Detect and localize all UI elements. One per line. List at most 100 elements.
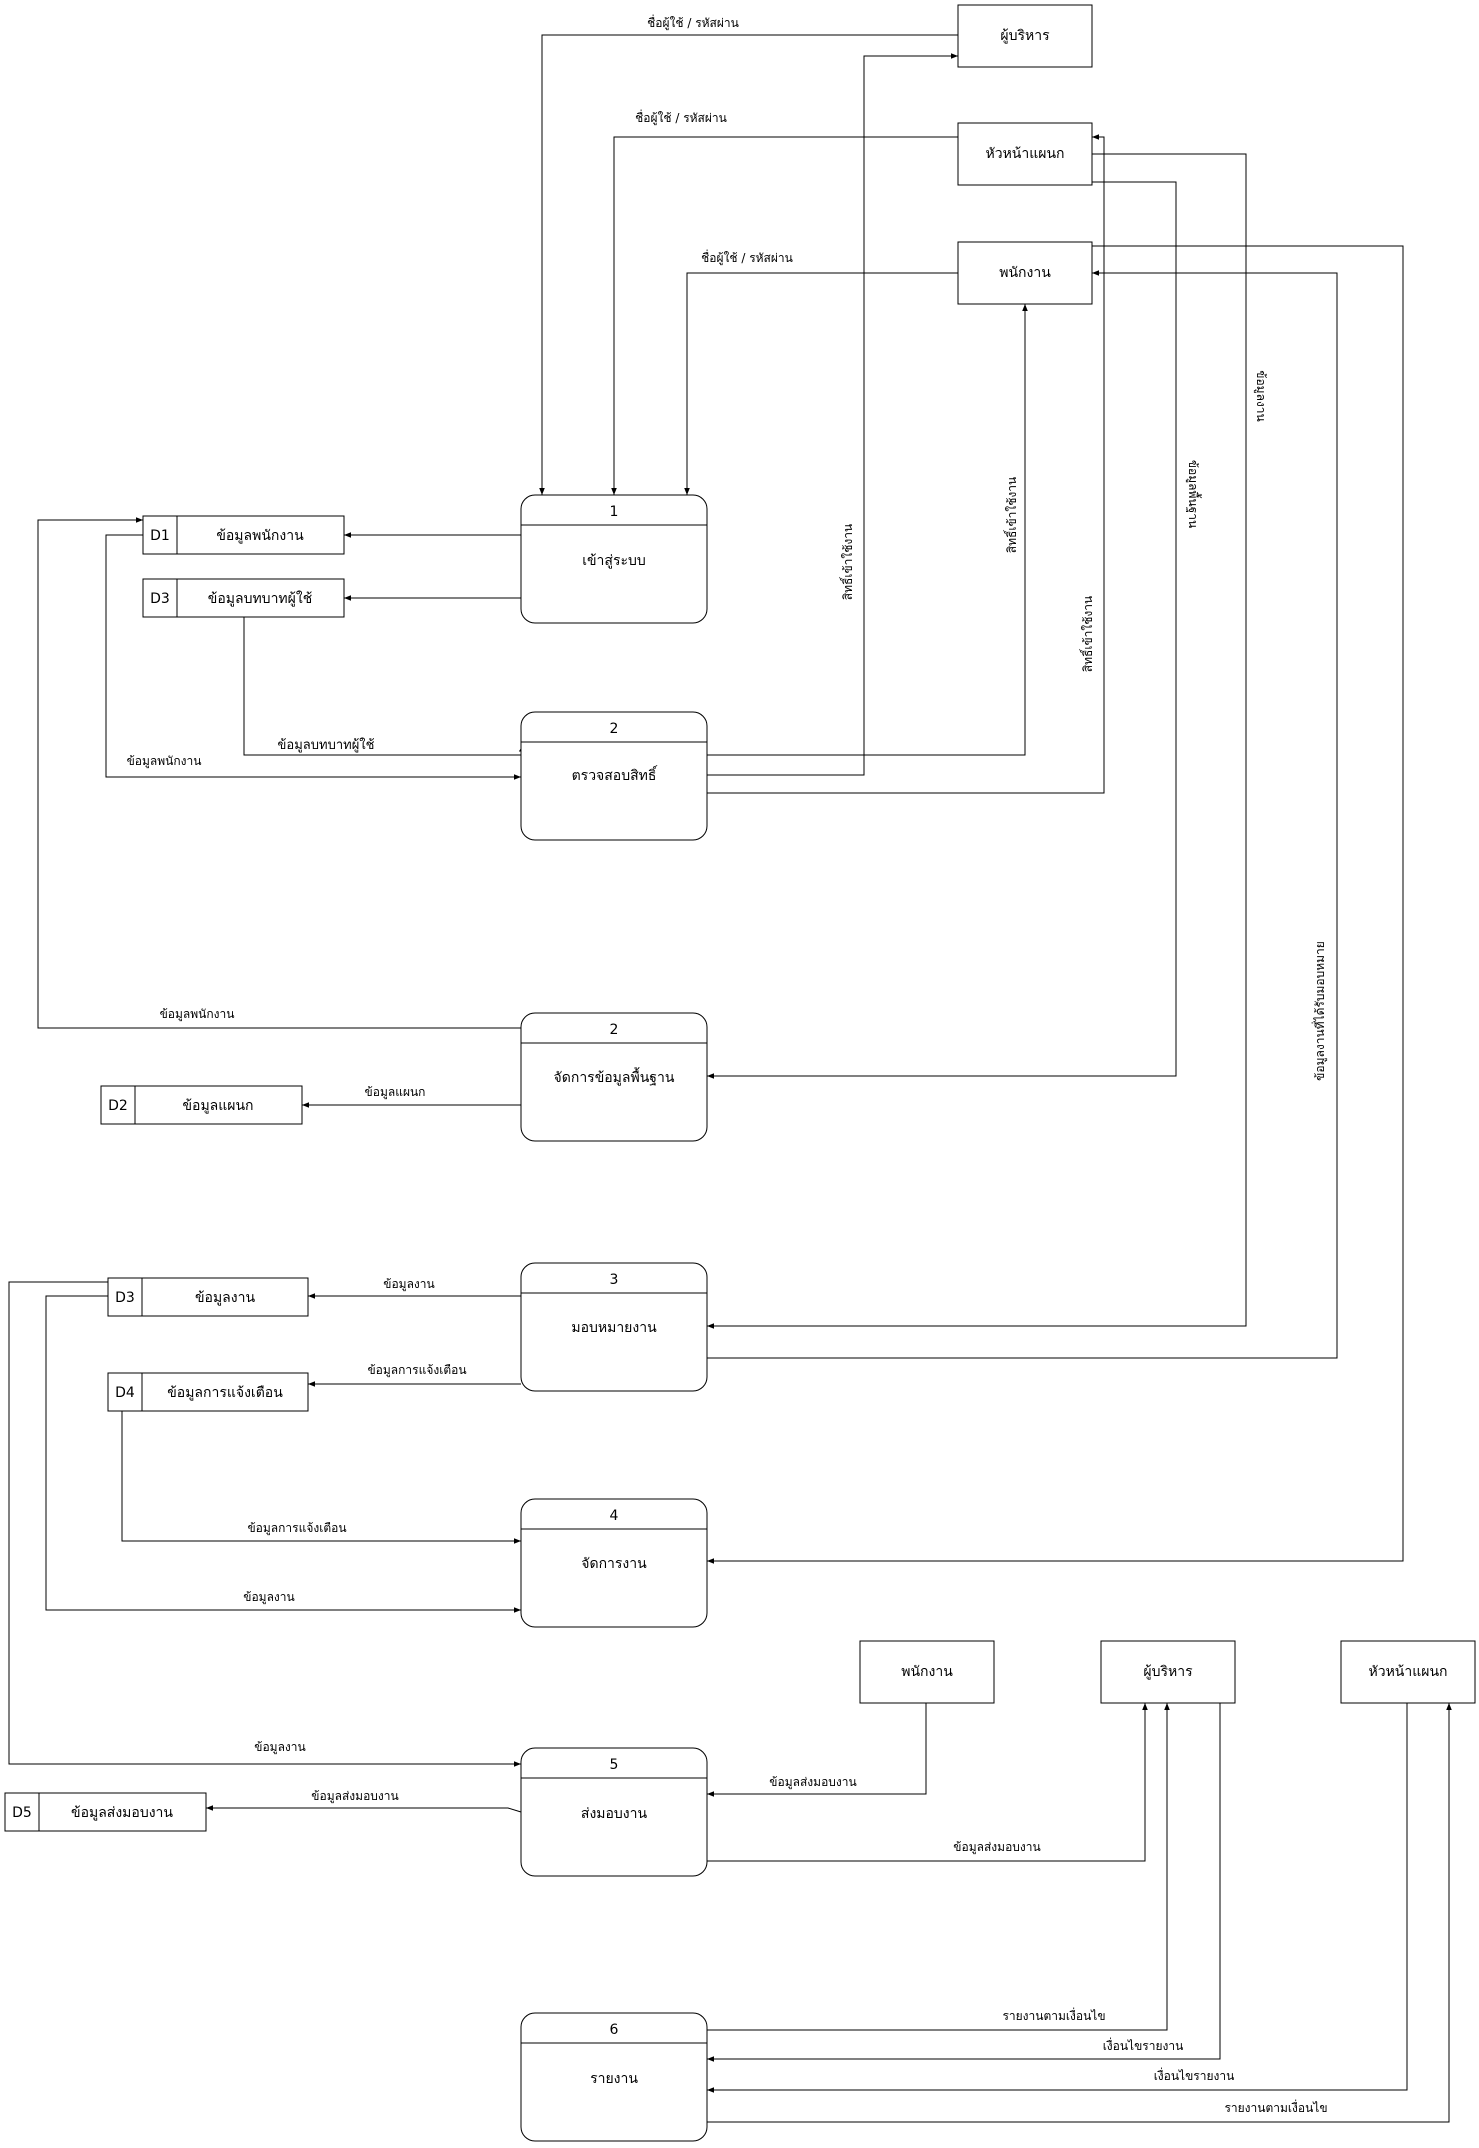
flow-lines xyxy=(8,34,1452,2123)
store-d3-work: D3 ข้อมูลงาน xyxy=(107,1277,309,1317)
flow-p5-to-exec xyxy=(707,1703,1148,1862)
flow-cond-from-head xyxy=(707,1703,1408,2093)
store-d2-department: D2 ข้อมูลแผนก xyxy=(100,1085,303,1125)
flow-label-work-to-deliver: ข้อมูลงาน xyxy=(254,1740,305,1755)
process-name: ตรวจสอบสิทธิ์ xyxy=(572,765,659,784)
flow-emp-to-p5 xyxy=(707,1703,927,1797)
process-number: 3 xyxy=(610,1272,619,1288)
flow-labels: ชื่อผู้ใช้ / รหัสผ่าน ชื่อผู้ใช้ / รหัสผ… xyxy=(127,14,1328,2115)
flow-label-rights-emp: สิทธิ์เข้าใช้งาน xyxy=(1003,477,1019,553)
flow-d3-to-p4 xyxy=(45,1295,521,1613)
flow-label-cond-from-head: เงื่อนไขรายงาน xyxy=(1154,2067,1235,2083)
flow-label-role-data: ข้อมูลบทบาทผู้ใช้ xyxy=(278,737,375,753)
flow-basic-data xyxy=(707,181,1177,1079)
store-id: D1 xyxy=(150,528,170,544)
process-number: 4 xyxy=(610,1508,619,1524)
flow-label-login-emp: ชื่อผู้ใช้ / รหัสผ่าน xyxy=(701,249,793,266)
entity-label: ผู้บริหาร xyxy=(1000,28,1050,44)
process-manage-work: 4 จัดการงาน xyxy=(520,1498,708,1628)
entity-label: พนักงาน xyxy=(901,1664,953,1680)
store-id: D3 xyxy=(150,591,170,607)
store-d5-delivery: D5 ข้อมูลส่งมอบงาน xyxy=(4,1792,207,1832)
flow-label-rights-exec: สิทธิ์เข้าใช้งาน xyxy=(839,524,855,600)
process-name: จัดการงาน xyxy=(581,1556,647,1572)
flow-d3-role-to-p2 xyxy=(243,617,525,756)
process-number: 2 xyxy=(610,1022,619,1038)
flow-assign-data xyxy=(707,153,1247,1329)
process-number: 5 xyxy=(610,1757,619,1773)
flow-label-emp-from-basic: ข้อมูลพนักงาน xyxy=(160,1007,235,1022)
process-number: 2 xyxy=(610,721,619,737)
store-d4-notification: D4 ข้อมูลการแจ้งเตือน xyxy=(107,1372,309,1412)
flow-d3-to-p5 xyxy=(8,1281,521,1767)
flow-label-basic-data: ข้อมูลพื้นฐาน xyxy=(1185,460,1202,528)
flow-p2b-emp-to-d1 xyxy=(37,517,521,1029)
flow-d1-emp-to-p2 xyxy=(105,534,521,780)
process-name: มอบหมายงาน xyxy=(571,1320,657,1336)
flow-report-to-exec xyxy=(707,1703,1170,2031)
flow-label-deliver-from-emp: ข้อมูลส่งมอบงาน xyxy=(769,1775,856,1790)
entity-dept-head-top: หัวหน้าแผนก xyxy=(957,122,1093,186)
flow-rights-exec xyxy=(707,53,958,776)
store-name: ข้อมูลบทบาทผู้ใช้ xyxy=(208,590,312,607)
entity-employee-top: พนักงาน xyxy=(957,241,1093,305)
flow-label-deliver-to-store: ข้อมูลส่งมอบงาน xyxy=(311,1789,398,1804)
flow-label-report-to-exec: รายงานตามเงื่อนไข xyxy=(1002,2007,1105,2023)
store-name: ข้อมูลงาน xyxy=(195,1290,255,1306)
flow-login-emp xyxy=(684,272,958,495)
process-name: รายงาน xyxy=(590,2071,638,2087)
external-entities: ผู้บริหาร หัวหน้าแผนก พนักงาน พนักงาน ผู… xyxy=(859,4,1476,1704)
flow-login-exec xyxy=(539,34,958,495)
store-id: D2 xyxy=(108,1098,128,1114)
flow-label-work-to-manage: ข้อมูลงาน xyxy=(243,1590,294,1605)
process-deliver-work: 5 ส่งมอบงาน xyxy=(520,1747,708,1877)
processes: 1 เข้าสู่ระบบ 2 ตรวจสอบสิทธิ์ 2 จัดการข้… xyxy=(520,494,708,2142)
process-name: จัดการข้อมูลพื้นฐาน xyxy=(554,1067,675,1086)
flow-label-deliver-to-exec: ข้อมูลส่งมอบงาน xyxy=(953,1840,1040,1855)
flow-label-report-to-head: รายงานตามเงื่อนไข xyxy=(1224,2099,1327,2115)
store-name: ข้อมูลการแจ้งเตือน xyxy=(167,1385,283,1401)
entity-executive-bottom: ผู้บริหาร xyxy=(1100,1640,1236,1704)
process-check-rights: 2 ตรวจสอบสิทธิ์ xyxy=(520,711,708,841)
flow-rights-emp xyxy=(707,304,1028,756)
process-manage-basic-data: 2 จัดการข้อมูลพื้นฐาน xyxy=(520,1012,708,1142)
flow-label-dept-data: ข้อมูลแผนก xyxy=(365,1085,426,1100)
flow-label-work-store: ข้อมูลงาน xyxy=(383,1277,434,1292)
store-name: ข้อมูลส่งมอบงาน xyxy=(71,1805,173,1821)
flow-label-emp-to-check: ข้อมูลพนักงาน xyxy=(127,754,202,769)
entity-executive-top: ผู้บริหาร xyxy=(957,4,1093,68)
data-stores: D1 ข้อมูลพนักงาน D3 ข้อมูลบทบาทผู้ใช้ D2… xyxy=(4,515,345,1832)
store-id: D3 xyxy=(115,1290,135,1306)
store-id: D5 xyxy=(12,1805,32,1821)
flow-assigned-work xyxy=(707,270,1338,1359)
flow-label-notify-store: ข้อมูลการแจ้งเตือน xyxy=(367,1363,466,1378)
process-login: 1 เข้าสู่ระบบ xyxy=(520,494,708,624)
flow-login-head xyxy=(611,136,958,495)
flow-label-assign-data: ข้อมูลงาน xyxy=(1253,370,1268,421)
flow-d4-to-p4 xyxy=(121,1411,521,1544)
store-d3-user-role: D3 ข้อมูลบทบาทผู้ใช้ xyxy=(142,578,345,618)
process-number: 6 xyxy=(610,2022,619,2038)
flow-p5-to-d5 xyxy=(206,1805,522,1813)
entity-label: หัวหน้าแผนก xyxy=(1368,1664,1447,1680)
flow-rights-head xyxy=(707,134,1105,794)
flow-label-assigned-work: ข้อมูลงานที่ได้รับมอบหมาย xyxy=(1311,941,1328,1081)
store-id: D4 xyxy=(115,1385,135,1401)
process-name: เข้าสู่ระบบ xyxy=(582,553,646,569)
flow-cond-from-exec xyxy=(707,1703,1221,2062)
flow-emp-to-p4 xyxy=(707,245,1404,1564)
entity-label: พนักงาน xyxy=(999,265,1051,281)
flow-label-rights-head: สิทธิ์เข้าใช้งาน xyxy=(1079,596,1095,672)
process-name: ส่งมอบงาน xyxy=(581,1806,648,1822)
flow-report-to-head xyxy=(707,1703,1452,2123)
entity-label: ผู้บริหาร xyxy=(1143,1664,1193,1680)
store-name: ข้อมูลพนักงาน xyxy=(216,528,304,544)
flow-label-cond-from-exec: เงื่อนไขรายงาน xyxy=(1103,2037,1184,2053)
process-number: 1 xyxy=(610,504,619,520)
flow-label-login-head: ชื่อผู้ใช้ / รหัสผ่าน xyxy=(635,109,727,126)
store-d1-employee: D1 ข้อมูลพนักงาน xyxy=(142,515,345,555)
entity-dept-head-bottom: หัวหน้าแผนก xyxy=(1340,1640,1476,1704)
flow-label-notify-to-manage: ข้อมูลการแจ้งเตือน xyxy=(247,1521,346,1536)
process-assign-work: 3 มอบหมายงาน xyxy=(520,1262,708,1392)
entity-employee-bottom: พนักงาน xyxy=(859,1640,995,1704)
